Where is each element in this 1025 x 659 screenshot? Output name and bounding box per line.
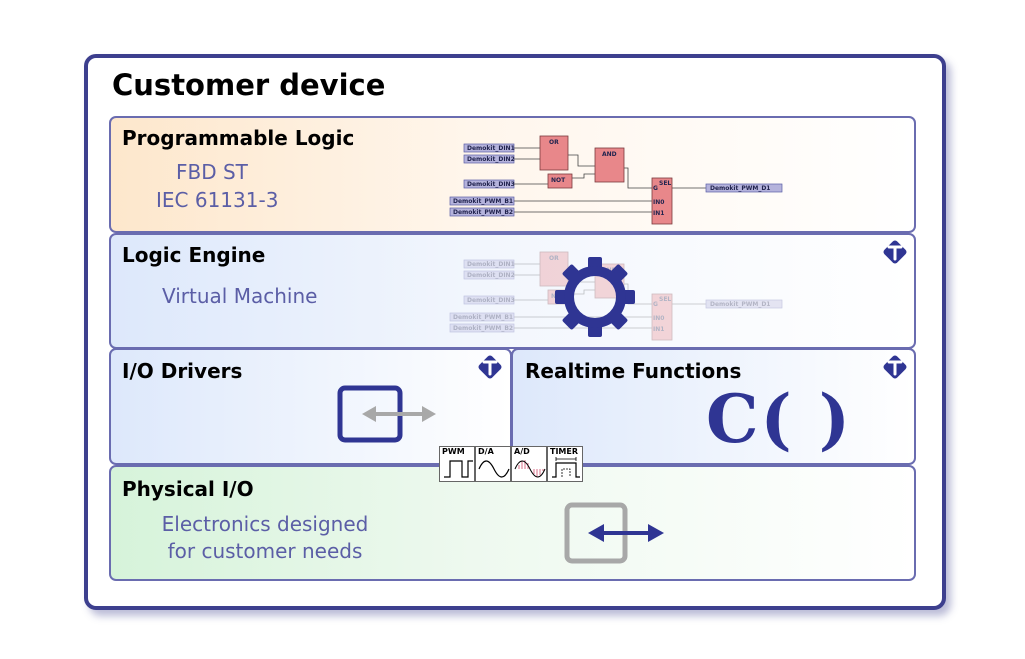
fbd-pin-label: G bbox=[653, 185, 658, 192]
chip-label: PWM bbox=[442, 447, 465, 456]
timer-chip: TIMER bbox=[547, 446, 583, 482]
layer-logic-engine bbox=[109, 233, 916, 349]
fbd-input-label: Demokit_DIN1 bbox=[467, 145, 515, 152]
fbd-input-label: Demokit_PWM_B2 bbox=[453, 325, 513, 332]
badge-icon bbox=[883, 240, 907, 264]
fbd-pin-label: G bbox=[653, 301, 658, 308]
ad-chip: A/D bbox=[511, 446, 547, 482]
fbd-block-label: SEL bbox=[659, 296, 671, 303]
layer-title: Logic Engine bbox=[122, 243, 266, 267]
fbd-block-label: OR bbox=[549, 255, 559, 262]
layer-title: I/O Drivers bbox=[122, 359, 243, 383]
fbd-input-label: Demokit_DIN1 bbox=[467, 261, 515, 268]
layer-io-drivers bbox=[109, 348, 512, 465]
fbd-block-label: SEL bbox=[659, 180, 671, 187]
layer-title: Realtime Functions bbox=[525, 359, 742, 383]
fbd-block-label: AND bbox=[602, 151, 617, 158]
pwm-icon bbox=[444, 460, 473, 478]
layer-subtext: FBD ST bbox=[176, 160, 248, 184]
layer-realtime-functions bbox=[511, 348, 916, 465]
fbd-input-label: Demokit_DIN3 bbox=[467, 181, 515, 188]
fbd-block-label: OR bbox=[549, 139, 559, 146]
fbd-input-label: Demokit_DIN3 bbox=[467, 297, 515, 304]
layer-physical-io bbox=[109, 465, 916, 581]
da-icon bbox=[478, 460, 510, 478]
fbd-input-label: Demokit_PWM_B1 bbox=[453, 198, 513, 205]
pwm-chip: PWM bbox=[439, 446, 475, 482]
layer-subtext: Virtual Machine bbox=[162, 284, 318, 308]
fbd-diagram: Demokit_DIN1 Demokit_DIN2 Demokit_DIN3 D… bbox=[449, 135, 783, 225]
layer-title: Programmable Logic bbox=[122, 126, 355, 150]
layer-subtext: for customer needs bbox=[167, 539, 363, 563]
ad-icon bbox=[514, 460, 546, 478]
chip-label: A/D bbox=[514, 447, 530, 456]
fbd-block-label: NOT bbox=[551, 177, 566, 184]
driver-icon bbox=[337, 385, 436, 443]
chip-label: D/A bbox=[478, 447, 494, 456]
chip-label: TIMER bbox=[550, 447, 579, 456]
layer-subtext: Electronics designed bbox=[161, 512, 369, 536]
fbd-output-label: Demokit_PWM_D1 bbox=[710, 301, 770, 308]
fbd-output-label: Demokit_PWM_D1 bbox=[710, 185, 770, 192]
fbd-pin-label: IN1 bbox=[653, 210, 664, 217]
c-language-symbol: C( ) bbox=[706, 380, 852, 458]
badge-icon bbox=[478, 355, 502, 379]
gear-icon bbox=[555, 257, 635, 337]
fbd-pin-label: IN0 bbox=[653, 315, 664, 322]
fbd-input-label: Demokit_PWM_B1 bbox=[453, 314, 513, 321]
main-title: Customer device bbox=[112, 68, 386, 102]
layer-subtext: IEC 61131-3 bbox=[156, 188, 279, 212]
da-chip: D/A bbox=[475, 446, 511, 482]
layer-title: Physical I/O bbox=[122, 477, 254, 501]
fbd-input-label: Demokit_DIN2 bbox=[467, 272, 515, 279]
fbd-pin-label: IN0 bbox=[653, 199, 664, 206]
timer-icon bbox=[552, 457, 580, 478]
fbd-pin-label: IN1 bbox=[653, 326, 664, 333]
physical-io-icon bbox=[564, 502, 664, 564]
badge-icon bbox=[883, 355, 907, 379]
fbd-input-label: Demokit_DIN2 bbox=[467, 156, 515, 163]
fbd-input-label: Demokit_PWM_B2 bbox=[453, 209, 513, 216]
